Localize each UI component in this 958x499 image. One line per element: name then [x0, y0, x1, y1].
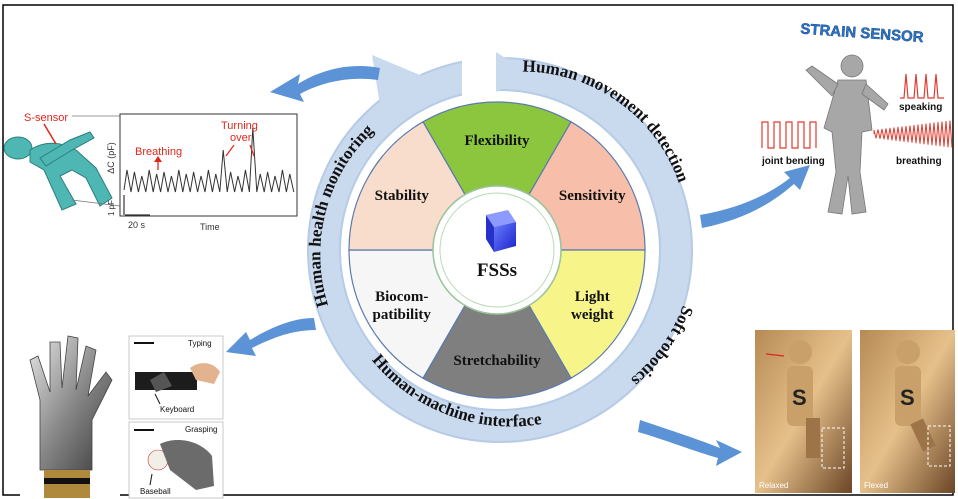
- joint-bending-signal: [761, 121, 817, 149]
- flexed-photo: S Flexed: [860, 330, 955, 493]
- baseball-label: Baseball: [140, 487, 171, 496]
- turning-annotation-1: Turning: [221, 120, 258, 132]
- typing-label: Typing: [188, 339, 212, 348]
- health-xlabel: Time: [200, 222, 220, 232]
- center-inner-ring: [439, 192, 555, 308]
- figure-frame: [2, 4, 954, 496]
- health-panel: S-sensor ΔC (pF) 1 pF 20 s Time Breathin…: [3, 112, 298, 232]
- keyboard-label: Keyboard: [160, 405, 194, 414]
- strain-sensor-title: STRAIN SENSOR: [800, 21, 924, 47]
- sector-label-flexibility: Flexibility: [465, 133, 530, 149]
- breathing-annotation: Breathing: [135, 146, 182, 158]
- mannequin-figure: [805, 54, 889, 215]
- center-label: FSSs: [477, 260, 517, 281]
- joint-bending-label: joint bending: [761, 156, 825, 167]
- ring-arrowhead-top: [496, 52, 530, 92]
- arrow-to-soft: [638, 420, 742, 466]
- grasping-label: Grasping: [185, 425, 217, 434]
- grasping-photo: Grasping Baseball: [128, 421, 224, 499]
- strain-sensor-panel: STRAIN SENSOR speaking joint bending bre…: [761, 20, 953, 215]
- hmi-panel: Typing Keyboard Grasping Baseball: [20, 330, 224, 499]
- scale-y-label: 1 pF: [107, 200, 116, 216]
- cube-icon: [486, 210, 516, 252]
- sector-label-stability: Stability: [375, 188, 430, 204]
- sector-label-biocompatibility: Biocom-patibility: [373, 289, 432, 323]
- arrow-to-health: [270, 65, 380, 102]
- soft-robotics-panel: S Relaxed S Flexed: [755, 330, 955, 493]
- scale-x-label: 20 s: [128, 220, 146, 230]
- relaxed-photo: S Relaxed: [755, 330, 852, 493]
- s-sensor-label: S-sensor: [24, 112, 68, 124]
- arrow-to-interface: [226, 318, 316, 356]
- flexed-label: Flexed: [864, 481, 888, 490]
- s-sensor-pointer: [43, 123, 57, 145]
- robotic-hand-photo: [20, 330, 120, 498]
- relaxed-label: Relaxed: [759, 481, 788, 490]
- flexed-chest-letter: S: [900, 385, 915, 410]
- speaking-label: speaking: [899, 102, 942, 113]
- flow-arrows: [226, 65, 810, 466]
- ring-arrowhead-left: [372, 55, 432, 118]
- health-plot-frame: [119, 113, 298, 217]
- application-ring: [307, 52, 693, 443]
- typing-photo: Typing Keyboard: [128, 335, 224, 420]
- lying-figure: [3, 131, 113, 211]
- sector-label-stretchability: Stretchability: [453, 353, 541, 369]
- arrow-to-movement: [700, 165, 810, 228]
- breathing-label: breathing: [896, 156, 942, 167]
- speaking-signal: [900, 73, 944, 99]
- relaxed-chest-letter: S: [792, 385, 807, 410]
- turning-annotation-2: over: [230, 132, 252, 144]
- capacitance-trace: [123, 127, 295, 193]
- breathing-signal: [873, 120, 953, 148]
- health-ylabel: ΔC (pF): [106, 142, 116, 174]
- sector-label-sensitivity: Sensitivity: [559, 188, 626, 204]
